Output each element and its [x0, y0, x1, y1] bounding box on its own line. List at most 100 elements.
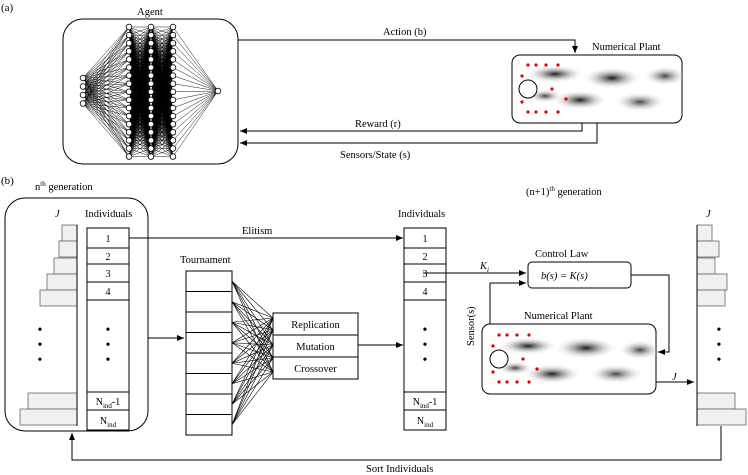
individual-label: 4	[106, 287, 111, 298]
tournament-link	[231, 357, 274, 425]
nn-connection	[128, 124, 152, 157]
nn-neuron	[125, 23, 133, 31]
nn-connection	[82, 67, 130, 104]
sensor-dot	[535, 367, 539, 371]
ellipsis-dot: •	[38, 338, 43, 353]
nn-neuron	[147, 40, 155, 47]
nn-connection	[150, 26, 174, 44]
tournament-slot	[185, 393, 233, 415]
nn-connection	[150, 26, 174, 92]
nn-neuron	[169, 145, 177, 152]
fitness-bars-left: •••	[19, 224, 78, 426]
tournament-link	[231, 301, 274, 373]
tournament-link	[231, 371, 274, 405]
nn-neuron	[169, 40, 177, 47]
nn-connection	[128, 26, 152, 141]
nn-connection	[172, 34, 219, 92]
nn-neuron	[125, 56, 133, 63]
ellipsis-dot: •	[38, 353, 43, 368]
nn-neuron	[147, 137, 155, 144]
ellipsis-dot: •	[717, 323, 722, 338]
fitness-bar	[53, 257, 78, 275]
ellipsis-dot: •	[38, 323, 43, 338]
nn-connection	[150, 26, 174, 100]
tournament-link	[231, 317, 274, 364]
nn-neuron	[147, 72, 155, 79]
nn-connection	[128, 26, 152, 117]
sensor-dot	[550, 87, 554, 91]
nn-connection	[128, 107, 152, 157]
tournament-link	[231, 357, 274, 405]
operation-label-crossover: Crossover	[294, 364, 337, 375]
nn-connection	[82, 103, 130, 149]
tournament-link	[231, 329, 274, 425]
nn-connection	[128, 132, 152, 157]
nn-connection	[172, 90, 219, 109]
fitness-bar	[696, 240, 720, 258]
nn-neuron	[169, 96, 177, 104]
individual-cell	[403, 409, 447, 431]
nn-neuron	[169, 31, 177, 39]
nn-neuron	[147, 88, 155, 95]
nn-connection	[128, 35, 152, 157]
tournament-link	[231, 301, 274, 359]
nn-connection	[82, 75, 130, 104]
nn-connection	[172, 90, 219, 149]
flow-field-b	[481, 323, 657, 395]
sensor-dot	[491, 370, 495, 374]
nn-neuron	[147, 120, 155, 128]
nn-connection	[172, 90, 219, 117]
tournament-link	[231, 321, 274, 346]
sensor-dots-b	[491, 333, 539, 384]
nn-neuron	[125, 120, 133, 128]
nn-neuron	[147, 64, 155, 71]
sensor-feedback-arrow	[489, 280, 526, 324]
nn-connection	[128, 26, 152, 125]
nn-neuron	[169, 56, 177, 63]
nn-connection	[128, 26, 152, 60]
fitness-bar	[696, 289, 726, 307]
nn-connection	[82, 83, 130, 104]
fitness-bar	[27, 392, 78, 410]
nn-connection	[172, 90, 219, 133]
nn-neuron	[147, 129, 155, 136]
nn-neuron	[125, 104, 133, 112]
nn-connection	[172, 90, 219, 101]
nn-neuron	[147, 112, 155, 120]
nn-neuron	[169, 72, 177, 79]
nn-connection	[82, 26, 130, 104]
individual-label: Nind-1	[96, 397, 121, 410]
nn-connection	[172, 51, 219, 92]
nn-connection	[128, 67, 152, 157]
nn-connection	[150, 26, 174, 109]
nn-neuron	[147, 56, 155, 63]
tournament-link	[231, 342, 274, 346]
nn-connection	[82, 103, 130, 133]
nn-neuron	[125, 40, 133, 47]
sensor-dot	[556, 110, 560, 114]
tournament-slot	[185, 352, 233, 374]
nn-connection	[150, 140, 174, 157]
nn-connection	[128, 26, 152, 109]
tournament-link	[231, 342, 274, 373]
sensor-dots-a	[520, 63, 568, 114]
nn-connection	[172, 90, 219, 93]
sensor-dot	[526, 110, 530, 114]
nn-neuron	[125, 80, 133, 87]
sensor-dot	[515, 333, 519, 337]
nn-neuron	[169, 129, 177, 136]
plant-b-title: Numerical Plant	[524, 311, 593, 322]
reward-arrow	[240, 123, 583, 134]
tournament-link	[231, 371, 274, 425]
nn-connection	[150, 99, 174, 157]
nn-connection	[150, 26, 174, 157]
ellipsis-right: •••	[717, 323, 722, 368]
nn-neuron	[125, 145, 133, 152]
nn-connection	[150, 124, 174, 157]
n1th-generation-label: (n+1)th generation	[526, 185, 603, 198]
nn-neuron	[125, 129, 133, 136]
nn-connection	[172, 75, 219, 92]
nn-connection	[150, 51, 174, 157]
nn-connection	[128, 75, 152, 157]
nn-connection	[150, 26, 174, 141]
